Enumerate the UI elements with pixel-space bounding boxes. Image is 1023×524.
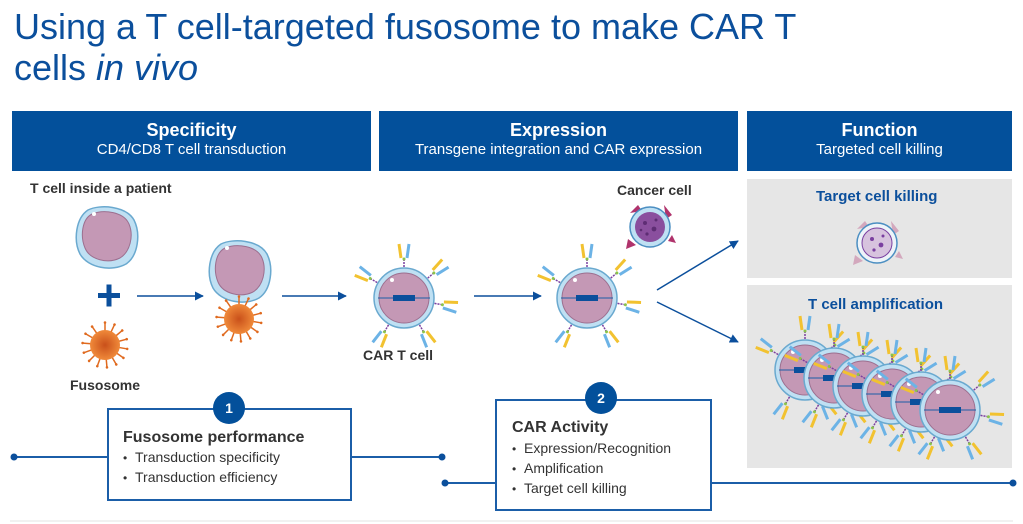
cancer-cell-label: Cancer cell bbox=[617, 182, 692, 198]
page-title: Using a T cell-targeted fusosome to make… bbox=[14, 6, 914, 88]
car-t-cell-activated-icon bbox=[538, 244, 641, 347]
milestone-title: CAR Activity bbox=[512, 419, 609, 436]
milestone-number-badge: 1 bbox=[213, 392, 245, 424]
page-title-line1: Using a T cell-targeted fusosome to make… bbox=[14, 6, 797, 47]
header-title: Expression bbox=[509, 120, 608, 140]
car-t-cell-icon bbox=[355, 244, 458, 347]
amplified-t-cells-icon bbox=[756, 316, 1004, 459]
header-subtitle: Transgene integration and CAR expression bbox=[414, 141, 703, 158]
milestone-bullets: Expression/Recognition Amplification Tar… bbox=[512, 439, 671, 499]
car-t-cell-label: CAR T cell bbox=[363, 347, 434, 363]
bullet-item: Target cell killing bbox=[512, 479, 671, 499]
page-title-line2-text: cells bbox=[14, 47, 97, 88]
header-function: Function Targeted cell killing bbox=[747, 111, 1012, 171]
milestone-title: Fusosome performance bbox=[123, 429, 305, 446]
milestone-car-activity: CAR Activity Expression/Recognition Ampl… bbox=[495, 399, 712, 511]
cancer-cell-icon bbox=[625, 204, 677, 250]
header-title: Specificity bbox=[146, 120, 237, 140]
timeline bbox=[10, 453, 1017, 487]
bullet-item: Amplification bbox=[512, 459, 671, 479]
fusosome-binding-icon bbox=[215, 295, 262, 343]
t-cell-icon bbox=[75, 206, 139, 269]
page-title-italic: in vivo bbox=[96, 47, 199, 88]
dying-cancer-cell-icon bbox=[852, 220, 904, 266]
bullet-item: Expression/Recognition bbox=[512, 439, 671, 459]
fusosome-icon bbox=[81, 321, 128, 369]
milestone-number-badge: 2 bbox=[585, 382, 617, 414]
header-title: Function bbox=[841, 120, 918, 140]
milestone-bullets: Transduction specificity Transduction ef… bbox=[123, 448, 280, 488]
t-cell-amplification-label: T cell amplification bbox=[808, 296, 944, 313]
header-specificity: Specificity CD4/CD8 T cell transduction bbox=[12, 111, 371, 171]
bullet-item: Transduction specificity bbox=[123, 448, 280, 468]
t-cell-patient-label: T cell inside a patient bbox=[30, 180, 172, 196]
plus-icon bbox=[98, 284, 120, 307]
header-subtitle: CD4/CD8 T cell transduction bbox=[96, 141, 287, 158]
arrow-to-killing-icon bbox=[656, 240, 739, 291]
fusosome-label: Fusosome bbox=[70, 377, 141, 393]
arrow-to-amplification-icon bbox=[656, 301, 739, 343]
header-expression: Expression Transgene integration and CAR… bbox=[379, 111, 738, 171]
footer-divider bbox=[10, 520, 1013, 522]
bullet-item: Transduction efficiency bbox=[123, 468, 280, 488]
header-subtitle: Targeted cell killing bbox=[816, 141, 943, 158]
t-cell-binding-icon bbox=[208, 240, 272, 303]
target-cell-killing-label: Target cell killing bbox=[816, 188, 938, 205]
page-title-line2: cells in vivo bbox=[14, 47, 914, 88]
